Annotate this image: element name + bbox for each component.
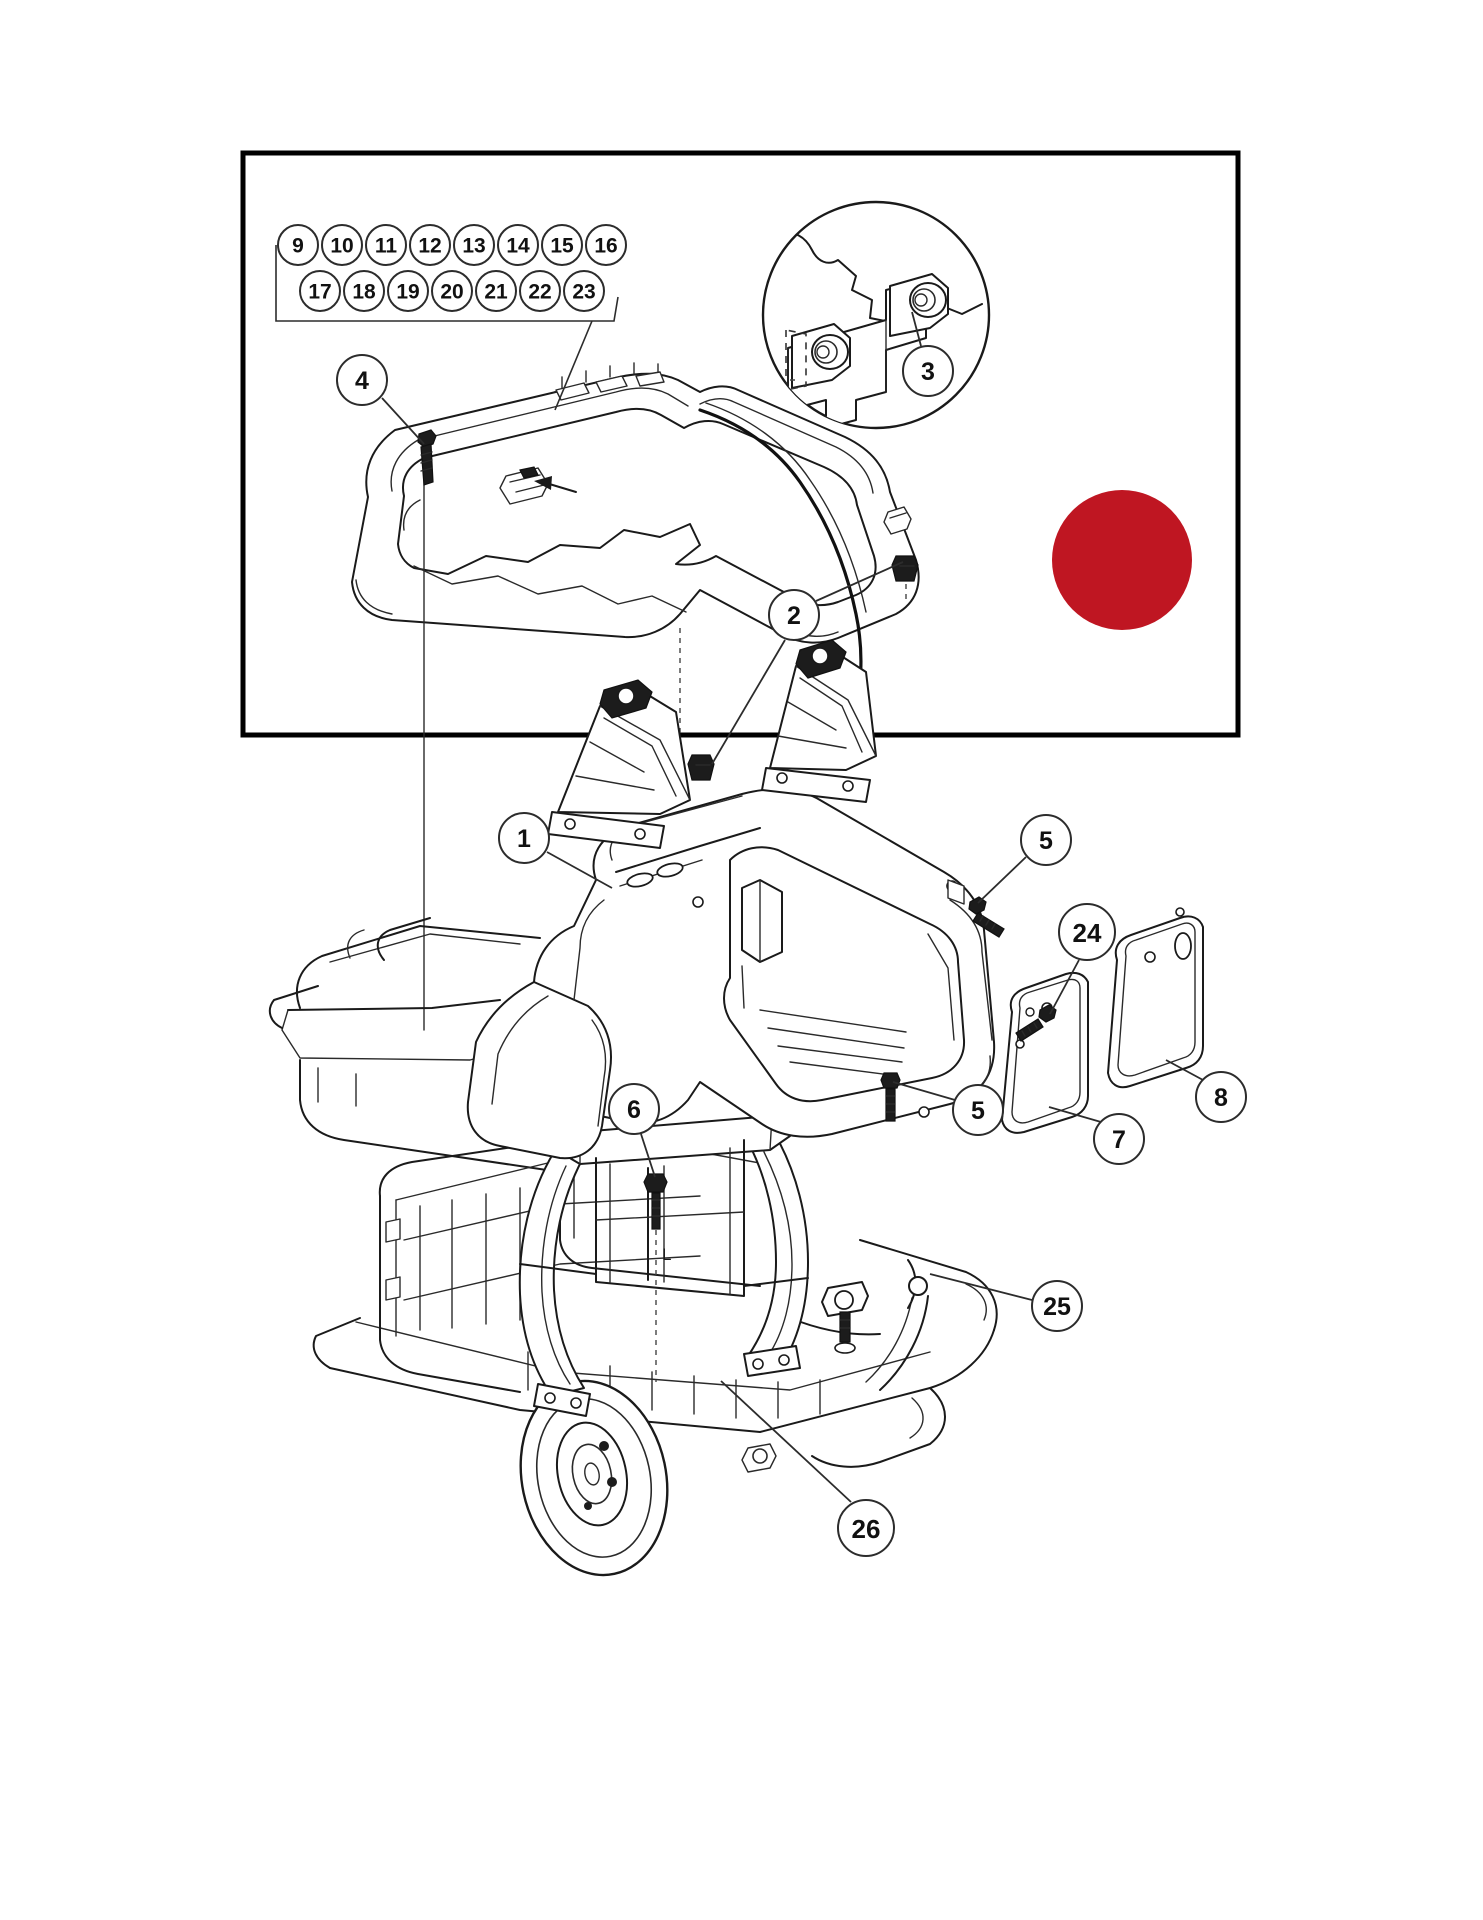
callout-7[interactable]: 7 xyxy=(1048,1106,1145,1165)
hood-clip-upper xyxy=(891,555,919,582)
fastener-callout-23[interactable]: 23 xyxy=(563,270,605,312)
callout-number: 23 xyxy=(572,281,595,304)
callout-number: 17 xyxy=(308,281,331,304)
callout-24-bubble[interactable]: 24 xyxy=(1058,903,1116,961)
rear-wheel xyxy=(519,1379,669,1577)
callout-number: 5 xyxy=(971,1097,985,1125)
svg-text:L: L xyxy=(662,1245,671,1264)
callout-6-bubble[interactable]: 6 xyxy=(608,1083,660,1135)
callout-number: 26 xyxy=(852,1514,881,1544)
fastener-callout-20[interactable]: 20 xyxy=(431,270,473,312)
callout-5a[interactable]: 5 xyxy=(977,814,1072,904)
callout-number: 8 xyxy=(1214,1084,1228,1112)
seat-riser-right xyxy=(761,639,877,803)
callout-4-bubble[interactable]: 4 xyxy=(336,354,388,406)
hood-clip-lower xyxy=(687,754,715,781)
red-circle-marker xyxy=(1052,490,1192,630)
screw-part-5-lower xyxy=(880,1072,901,1122)
callout-number: 5 xyxy=(1039,827,1053,855)
fastener-callout-12[interactable]: 12 xyxy=(409,224,451,266)
fastener-callout-9[interactable]: 9 xyxy=(277,224,319,266)
callout-number: 10 xyxy=(330,235,353,258)
fastener-callout-18[interactable]: 18 xyxy=(343,270,385,312)
callout-number: 3 xyxy=(921,358,935,386)
screw-part-4 xyxy=(417,429,437,486)
callout-number: 4 xyxy=(355,367,369,395)
fastener-callout-10[interactable]: 10 xyxy=(321,224,363,266)
callout-number: 15 xyxy=(550,235,574,258)
callout-number: 16 xyxy=(594,235,617,258)
callout-8-bubble[interactable]: 8 xyxy=(1195,1071,1247,1123)
callout-2b[interactable] xyxy=(711,639,786,765)
callout-8[interactable]: 8 xyxy=(1165,1059,1247,1123)
access-panel-8 xyxy=(1107,907,1204,1089)
callout-6[interactable]: 6 xyxy=(608,1083,660,1178)
callout-number: 13 xyxy=(462,235,485,258)
callout-1[interactable]: 1 xyxy=(498,812,613,889)
fastener-callout-cluster: 9 10 11 12 13 14 15 16 17 18 19 20 21 22 23 xyxy=(275,224,627,411)
callout-5a-bubble[interactable]: 5 xyxy=(1020,814,1072,866)
pivot-hardware xyxy=(821,1281,869,1354)
access-panel-7 xyxy=(1001,971,1089,1134)
seat-riser-left xyxy=(547,679,691,849)
hood-assembly-part xyxy=(351,362,920,726)
callout-5b[interactable]: 5 xyxy=(892,1081,1004,1136)
callout-number: 2 xyxy=(787,602,801,630)
callout-number: 25 xyxy=(1043,1293,1071,1321)
callout-7-bubble[interactable]: 7 xyxy=(1093,1113,1145,1165)
callout-4[interactable]: 4 xyxy=(336,354,425,445)
callout-number: 11 xyxy=(375,235,398,258)
callout-number: 7 xyxy=(1112,1126,1126,1154)
fastener-callout-15[interactable]: 15 xyxy=(541,224,583,266)
fastener-callout-13[interactable]: 13 xyxy=(453,224,495,266)
fastener-callout-21[interactable]: 21 xyxy=(475,270,517,312)
fastener-callout-14[interactable]: 14 xyxy=(497,224,539,266)
rops-seat-frame xyxy=(518,1115,869,1417)
callout-number: 9 xyxy=(292,235,304,258)
callout-number: 1 xyxy=(517,825,531,853)
fastener-callout-22[interactable]: 22 xyxy=(519,270,561,312)
callout-25-bubble[interactable]: 25 xyxy=(1031,1280,1083,1332)
hood-latch-bracket xyxy=(499,466,549,505)
callout-25[interactable]: 25 xyxy=(929,1273,1083,1332)
callout-2[interactable]: 2 xyxy=(768,561,904,641)
callout-number: 6 xyxy=(627,1096,641,1124)
rear-body-cowl xyxy=(466,788,996,1160)
callout-number: 19 xyxy=(396,281,419,304)
callout-3-bubble[interactable]: 3 xyxy=(902,345,954,397)
callout-3[interactable]: 3 xyxy=(902,311,954,397)
screw-part-5-upper xyxy=(968,896,1005,938)
fastener-callout-19[interactable]: 19 xyxy=(387,270,429,312)
bracket-pin-right xyxy=(889,273,949,337)
callout-number: 20 xyxy=(440,281,463,304)
callout-1-bubble[interactable]: 1 xyxy=(498,812,550,864)
fastener-callout-16[interactable]: 16 xyxy=(585,224,627,266)
fastener-callout-11[interactable]: 11 xyxy=(365,224,407,266)
callout-number: 22 xyxy=(528,281,551,304)
callout-number: 14 xyxy=(506,235,530,258)
screw-part-6 xyxy=(643,1173,668,1382)
callout-number: 21 xyxy=(484,281,508,304)
callout-5b-bubble[interactable]: 5 xyxy=(952,1084,1004,1136)
callout-number: 24 xyxy=(1073,918,1102,948)
vehicle-chassis xyxy=(268,917,998,1577)
fastener-callout-17[interactable]: 17 xyxy=(299,270,341,312)
callout-26[interactable]: 26 xyxy=(720,1380,895,1557)
callout-number: 18 xyxy=(352,281,376,304)
callout-number: 12 xyxy=(418,235,441,258)
callout-2-bubble[interactable]: 2 xyxy=(768,589,820,641)
callout-24[interactable]: 24 xyxy=(1049,903,1116,1015)
callout-26-bubble[interactable]: 26 xyxy=(837,1499,895,1557)
